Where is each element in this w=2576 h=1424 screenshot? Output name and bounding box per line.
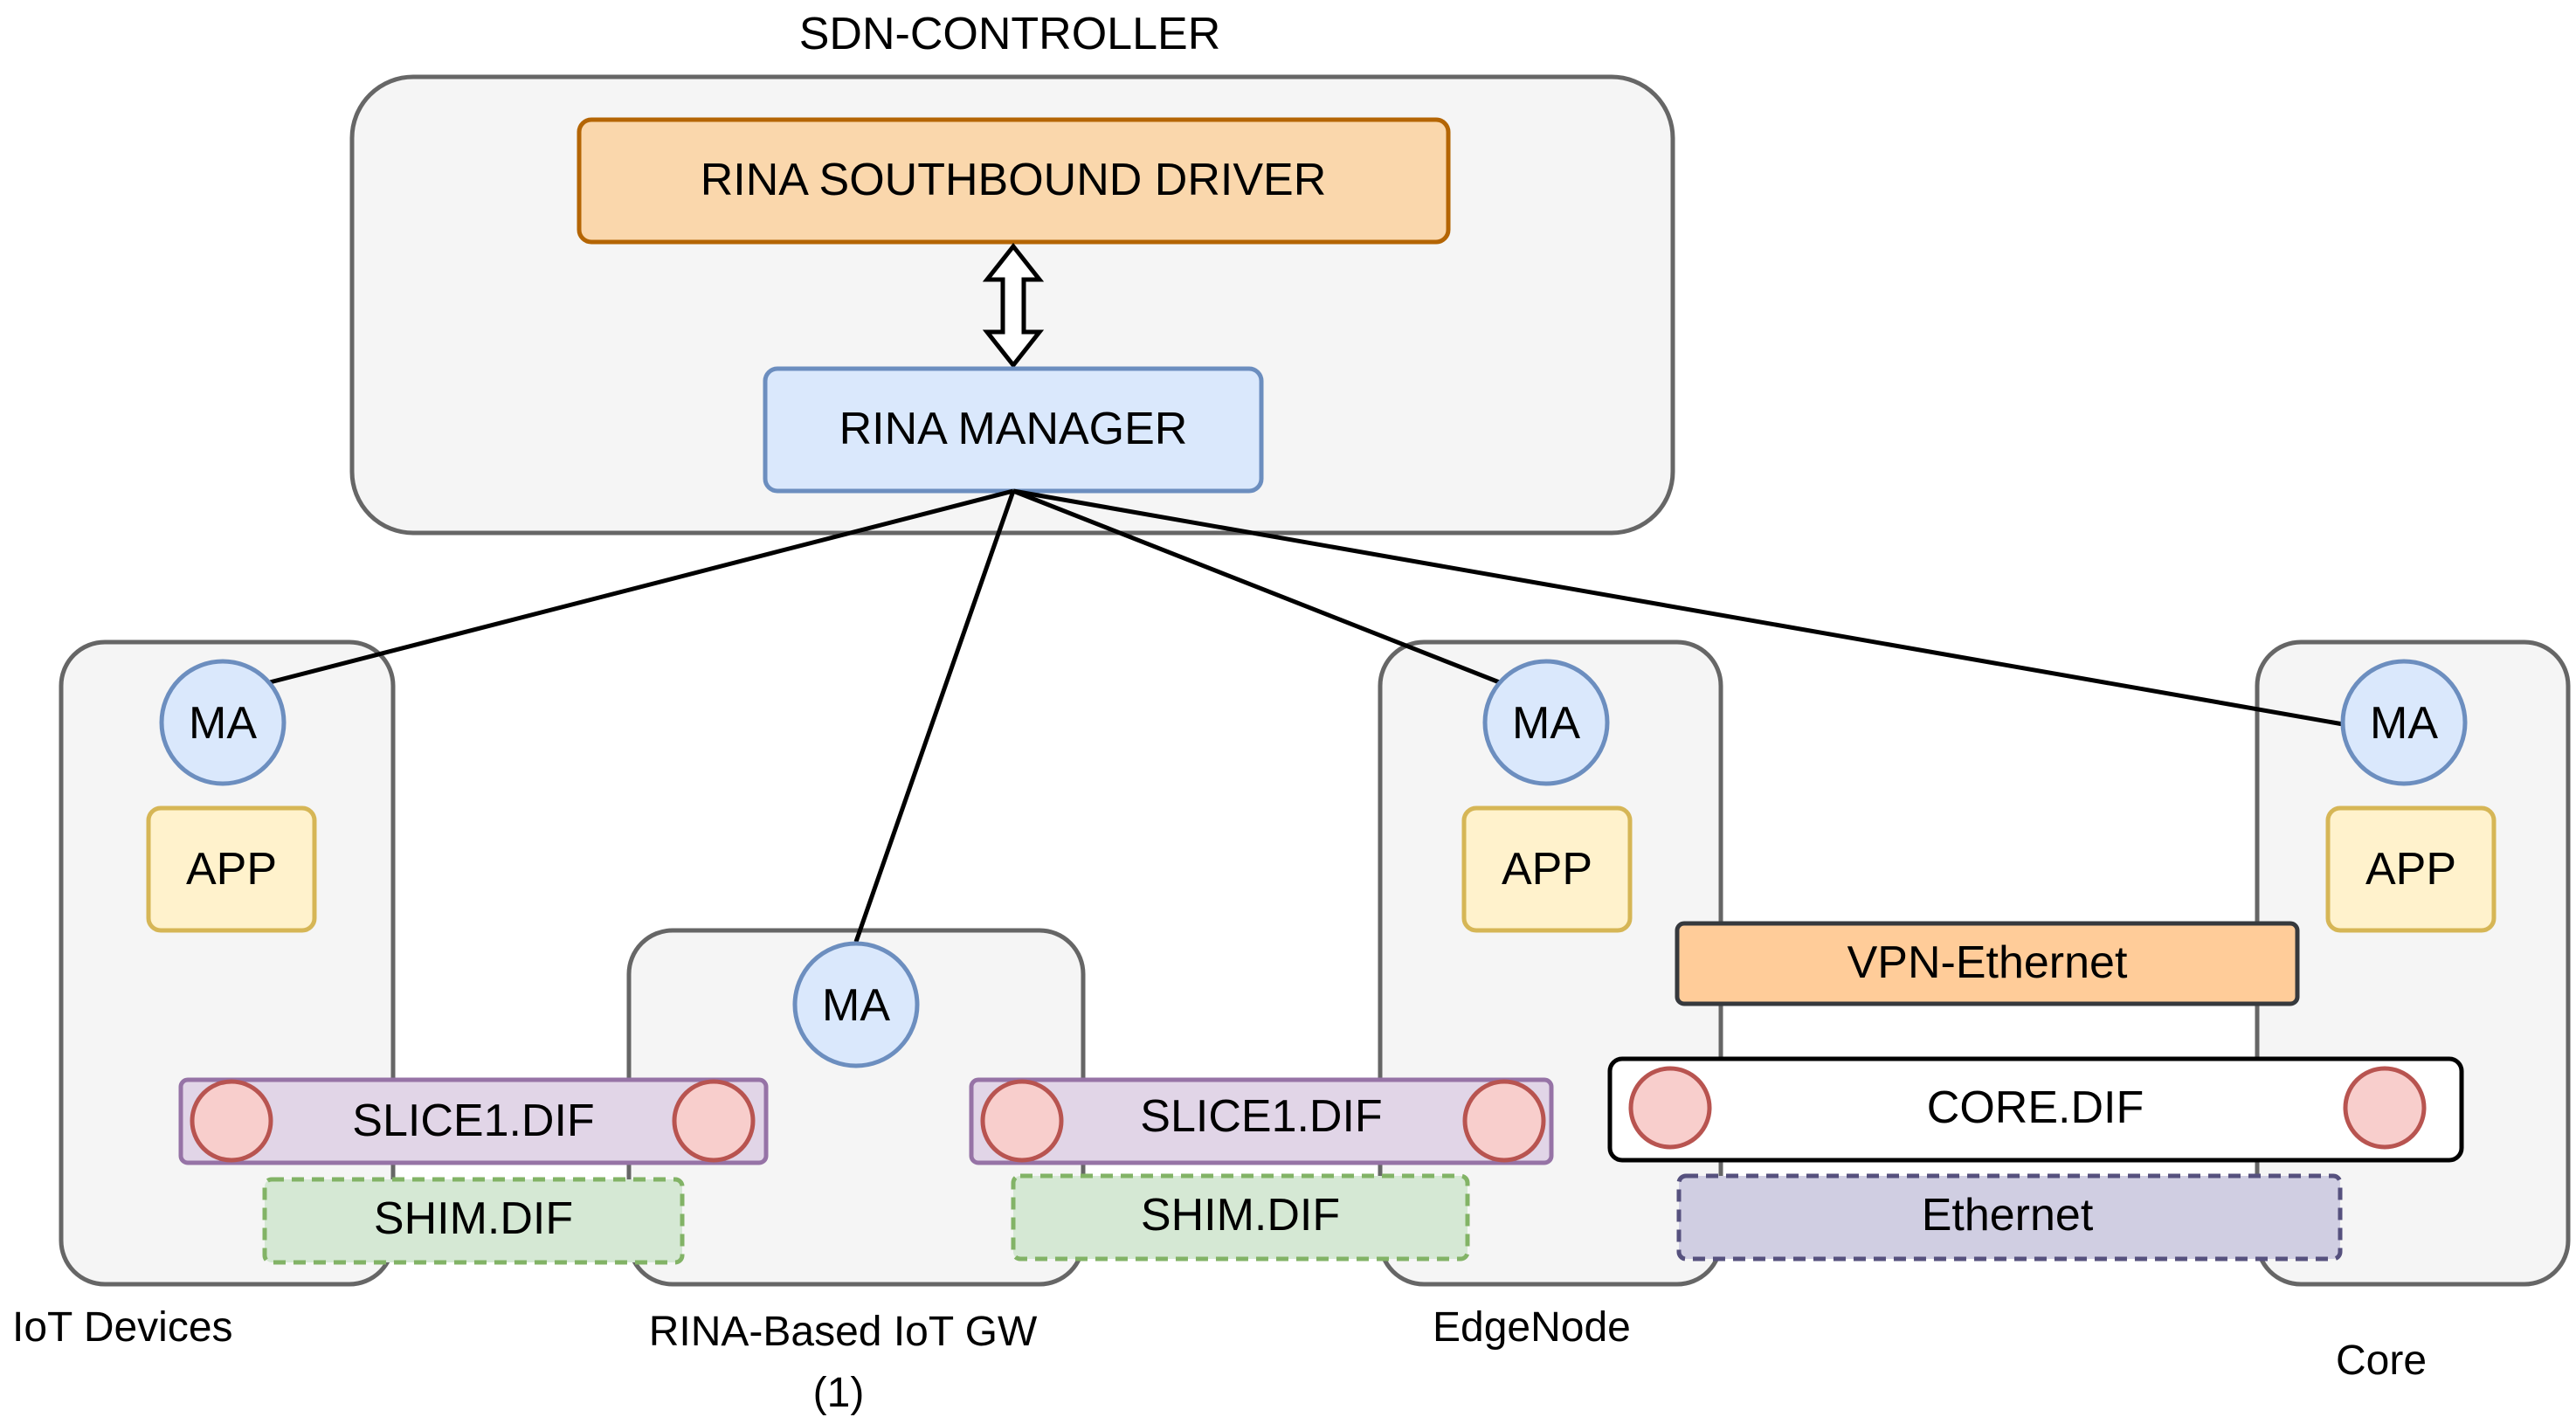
southbound-driver-box[interactable] bbox=[577, 117, 1451, 245]
core-dif-label: CORE.DIF bbox=[1927, 1082, 2144, 1133]
ipcp-circle-core-a[interactable] bbox=[1628, 1066, 1712, 1150]
shim-dif-right[interactable] bbox=[1011, 1173, 1470, 1262]
gateway-caption-line2: (1) bbox=[813, 1370, 865, 1416]
bidirectional-arrow-icon bbox=[982, 242, 1045, 370]
slice-dif-right[interactable] bbox=[969, 1077, 1554, 1165]
ethernet-label: Ethernet bbox=[1922, 1190, 2094, 1241]
ma-circle-edge[interactable] bbox=[1482, 659, 1610, 786]
ipcp-circle-slice-left-b[interactable] bbox=[672, 1079, 756, 1163]
slice-dif-left[interactable] bbox=[178, 1077, 769, 1165]
app-label-edge: APP bbox=[1502, 844, 1592, 895]
rina-manager-label: RINA MANAGER bbox=[839, 404, 1188, 454]
ipcp-circle-core-b[interactable] bbox=[2343, 1066, 2427, 1150]
app-label-iot: APP bbox=[186, 844, 277, 895]
shim-dif-left-label: SHIM.DIF bbox=[374, 1193, 573, 1244]
shim-dif-left[interactable] bbox=[262, 1177, 685, 1265]
vpn-ethernet-label: VPN-Ethernet bbox=[1847, 937, 2128, 988]
slice-dif-right-label: SLICE1.DIF bbox=[1140, 1091, 1382, 1142]
app-label-core: APP bbox=[2365, 844, 2456, 895]
edge-node-caption: EdgeNode bbox=[1433, 1304, 1631, 1351]
app-box-iot[interactable] bbox=[146, 805, 317, 933]
slice-dif-left-label: SLICE1.DIF bbox=[352, 1096, 594, 1146]
vpn-ethernet-box[interactable] bbox=[1675, 921, 2300, 1006]
management-connections bbox=[266, 488, 2349, 943]
ma-label-iot: MA bbox=[189, 698, 257, 749]
ipcp-circle-slice-right-b[interactable] bbox=[1462, 1079, 1546, 1163]
gateway-caption-line1: RINA-Based IoT GW bbox=[649, 1309, 1038, 1355]
ethernet-box[interactable] bbox=[1676, 1173, 2343, 1262]
ipcp-circle-slice-left-a[interactable] bbox=[190, 1079, 273, 1163]
connection-line-iot bbox=[266, 488, 1014, 686]
ma-label-core: MA bbox=[2370, 698, 2438, 749]
connection-line-core bbox=[1012, 488, 2349, 728]
ma-circle-core[interactable] bbox=[2340, 659, 2468, 786]
connection-line-edge bbox=[1012, 488, 1507, 688]
iot-devices-caption: IoT Devices bbox=[12, 1304, 233, 1351]
ipcp-circle-slice-right-a[interactable] bbox=[980, 1079, 1064, 1163]
southbound-driver-label: RINA SOUTHBOUND DRIVER bbox=[701, 155, 1327, 205]
ma-circle-iot[interactable] bbox=[159, 659, 287, 786]
app-box-edge[interactable] bbox=[1461, 805, 1633, 933]
core-caption: Core bbox=[2336, 1338, 2427, 1384]
ma-label-edge: MA bbox=[1512, 698, 1580, 749]
ma-circle-gateway[interactable] bbox=[792, 941, 920, 1068]
shim-dif-right-label: SHIM.DIF bbox=[1141, 1190, 1340, 1241]
core-dif-box[interactable] bbox=[1607, 1056, 2464, 1163]
ma-label-gateway: MA bbox=[822, 980, 890, 1031]
app-box-core[interactable] bbox=[2325, 805, 2497, 933]
connection-line-gateway bbox=[853, 490, 1016, 943]
controller-title: SDN-CONTROLLER bbox=[799, 9, 1221, 59]
